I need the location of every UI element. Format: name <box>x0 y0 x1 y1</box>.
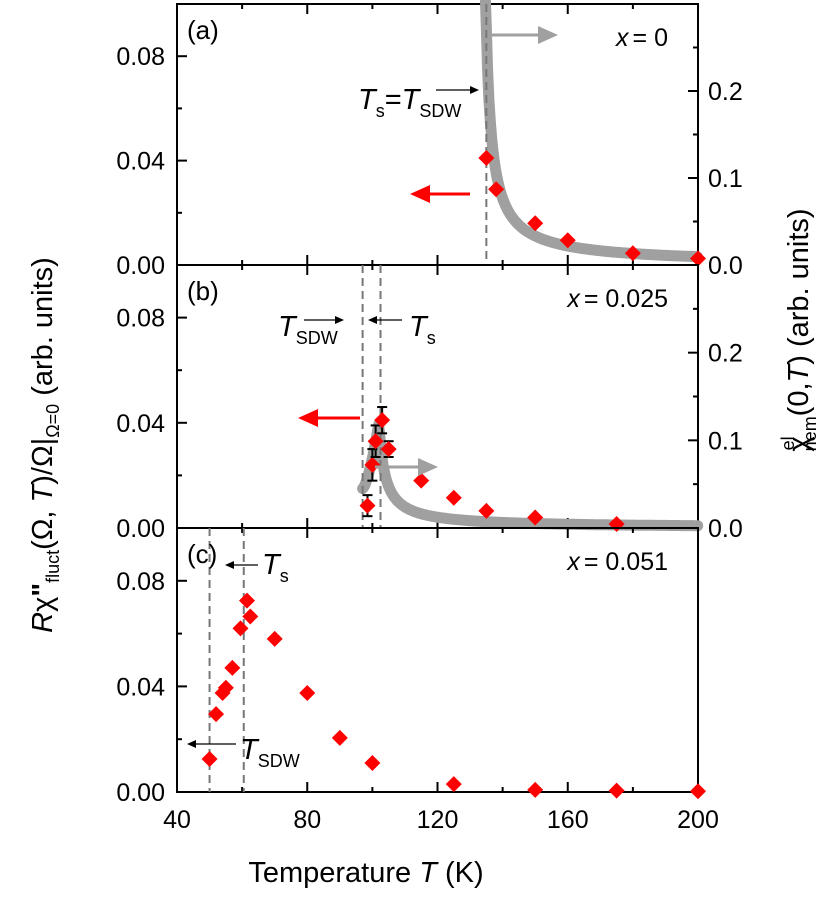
x-tick-label: 120 <box>417 806 459 834</box>
y-tick-label: 0.04 <box>116 148 165 176</box>
right-y-tick-label: 0.2 <box>708 78 743 106</box>
data-point <box>527 781 544 798</box>
annotation-arrowhead <box>470 86 479 94</box>
y-tick-label: 0.00 <box>116 779 165 807</box>
transition-label: Ts=TSDW <box>358 84 461 121</box>
composition-label: x= 0.025 <box>566 285 668 313</box>
y-tick-label: 0.04 <box>116 410 165 438</box>
data-point <box>208 706 225 723</box>
data-point <box>367 433 384 450</box>
right-y-tick-label: 0.0 <box>708 252 743 280</box>
x-axis-tick-labels: 40 80 120 160 200 <box>163 806 719 834</box>
composition-label: x= 0 <box>615 24 668 52</box>
annotation-arrowhead <box>335 316 344 324</box>
data-point <box>232 620 249 637</box>
y-tick-label: 0.00 <box>116 252 165 280</box>
panel-a: 0.00 0.04 0.08 0.0 0.1 0.2 (a) x= 0 Ts=TSDW <box>116 0 743 280</box>
data-point <box>413 472 430 489</box>
data-point <box>488 181 505 198</box>
transition-label: Ts <box>409 311 436 348</box>
annotation-arrowhead <box>368 316 377 324</box>
left-axis-arrowhead <box>298 409 318 427</box>
panel-label: (a) <box>187 15 219 45</box>
y-tick-label: 0.08 <box>116 568 165 596</box>
annotation-arrowhead <box>187 740 196 748</box>
left-axis-arrowhead <box>410 185 430 203</box>
x-tick-label: 40 <box>163 806 191 834</box>
data-point <box>478 149 495 166</box>
nematic-susceptibility-curve <box>357 419 704 532</box>
data-point <box>445 489 462 506</box>
right-y-tick-label: 0.0 <box>708 515 743 543</box>
data-point <box>690 783 706 800</box>
data-point <box>331 729 348 746</box>
data-point <box>242 608 259 625</box>
x-axis-title: Temperature T (K) <box>248 857 483 889</box>
data-point <box>266 630 283 647</box>
nematic-susceptibility-curve <box>479 0 703 263</box>
right-y-tick-label: 0.1 <box>708 165 743 193</box>
right-axis-arrowhead <box>418 458 438 476</box>
transition-label: Ts <box>262 549 289 586</box>
x-tick-label: 160 <box>547 806 589 834</box>
panel-label: (c) <box>187 539 217 569</box>
data-point <box>445 776 462 793</box>
panel-label: (b) <box>187 276 219 306</box>
annotation-arrowhead <box>225 561 234 569</box>
data-point <box>559 232 576 249</box>
transition-label: TSDW <box>240 734 300 771</box>
data-point <box>239 592 256 609</box>
data-point <box>359 497 376 514</box>
data-point <box>478 502 495 519</box>
composition-label: x= 0.051 <box>566 548 668 576</box>
data-point <box>224 659 241 676</box>
right-axis-arrowhead <box>538 26 558 44</box>
right-y-tick-label: 0.1 <box>708 427 743 455</box>
left-y-axis-title: Rχ"fluct(Ω, T)/Ω|Ω=0 (arb. units) <box>27 257 63 633</box>
data-point <box>299 685 316 701</box>
data-point <box>527 215 544 232</box>
right-y-tick-label: 0.2 <box>708 340 743 368</box>
data-point <box>374 412 391 429</box>
y-tick-label: 0.08 <box>116 305 165 333</box>
data-point <box>217 679 234 696</box>
data-point <box>201 751 218 767</box>
data-point <box>380 441 397 458</box>
x-tick-label: 200 <box>677 806 719 834</box>
y-tick-label: 0.00 <box>116 515 165 543</box>
data-point <box>364 456 381 473</box>
data-point <box>364 754 381 771</box>
y-tick-label: 0.08 <box>116 43 165 71</box>
data-point <box>608 782 625 799</box>
x-tick-label: 80 <box>293 806 321 834</box>
transition-label: TSDW <box>278 311 338 348</box>
y-tick-label: 0.04 <box>116 673 165 701</box>
data-point <box>527 509 544 526</box>
data-point <box>624 245 641 262</box>
data-point <box>690 250 706 267</box>
